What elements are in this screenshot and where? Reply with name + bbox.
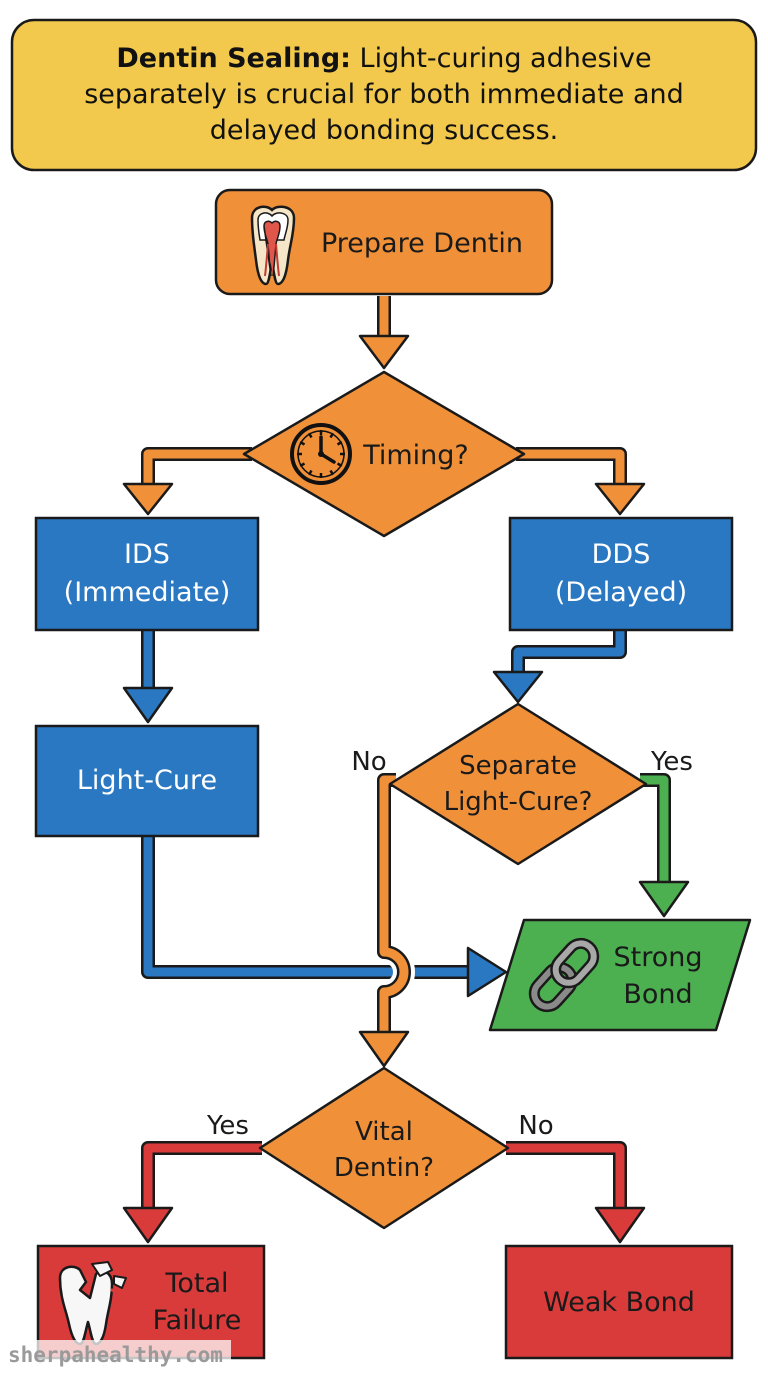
arrow-timing-to-ids [122,447,252,516]
prepare-dentin-label: Prepare Dentin [321,228,523,259]
arrow-prepare-to-timing [358,296,410,370]
arrow-lightcure-to-strong [141,836,508,998]
node-dds [508,516,734,632]
node-vital-decision [258,1066,510,1230]
arrow-dds-to-separate [492,630,627,704]
node-timing-decision [242,370,526,538]
vital-yes-label: Yes [206,1111,249,1141]
node-light-cure [34,724,260,838]
chain-link-icon [528,937,600,1013]
arrow-ids-to-lightcure [122,630,174,724]
vital-no-label: No [518,1111,553,1141]
separate-yes-label: Yes [650,747,693,777]
timing-label: Timing? [362,440,469,471]
arrow-timing-to-dds [516,447,646,516]
strong-bond-label: Strong Bond [613,942,703,1010]
separate-no-label: No [351,747,386,777]
total-failure-label: Total Failure [152,1268,242,1336]
clock-icon [290,423,352,485]
arrow-vital-yes-to-failure [122,1141,262,1244]
node-ids [34,516,260,632]
light-cure-label: Light-Cure [76,765,218,796]
banner-text: Dentin Sealing: Light-curing adhesive se… [14,20,754,170]
weak-bond-label: Weak Bond [543,1286,695,1318]
separate-light-cure-label: Separate Light-Cure? [443,751,593,817]
watermark: sherpahealthy.com [0,1340,231,1370]
arrow-separate-no-to-vital [358,769,415,1068]
banner-box [10,18,758,172]
arrow-vital-no-to-weak [506,1141,646,1244]
node-separate-decision [388,702,648,866]
ids-label: IDS (Immediate) [63,539,231,608]
node-weak-bond [504,1244,734,1360]
banner-title-bold: Dentin Sealing: [116,43,351,74]
banner-title-rest: Light-curing adhesive separately is cruc… [84,43,684,146]
broken-tooth-icon [58,1261,127,1346]
dds-label: DDS (Delayed) [554,539,688,608]
tooth-cross-section-icon [250,205,296,286]
vital-dentin-label: Vital Dentin? [333,1117,435,1183]
node-prepare-dentin [214,188,554,296]
arrow-separate-yes-to-strong [638,773,690,918]
